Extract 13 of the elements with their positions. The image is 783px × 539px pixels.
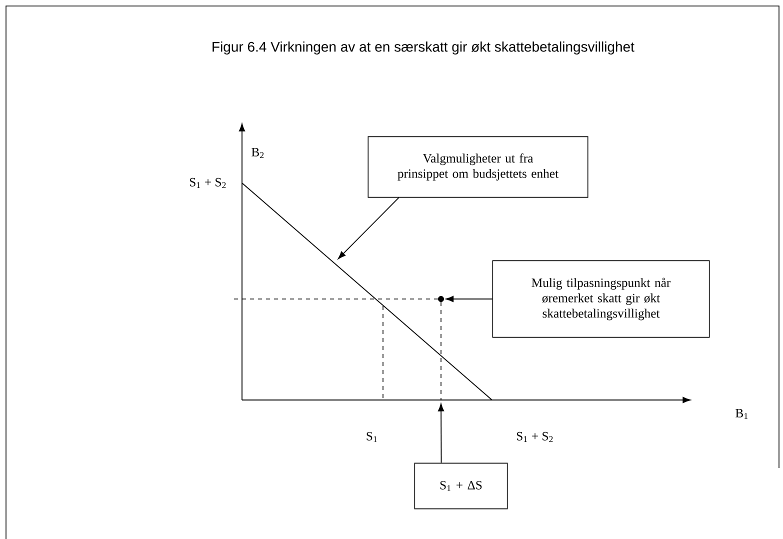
- callout-box: S$_{1}$ + ΔS: [414, 462, 508, 510]
- leader-line: [338, 197, 400, 260]
- callout-box: Mulig tilpasningspunkt når øremerket skatt gir økt skattebetalingsvillighet: [492, 260, 710, 338]
- title: Figur 6.4 Virkningen av at en særskatt gir økt skattebetalingsvillighet: [212, 41, 634, 55]
- point-marker: [438, 296, 444, 302]
- axis-label: B$_{1}$: [736, 408, 748, 419]
- axis-value: S$_{1}$ + S$_{2}$: [190, 178, 226, 188]
- axis-value: S$_{1}$ + S$_{2}$: [516, 432, 553, 442]
- leader-line: [446, 296, 493, 302]
- axis-value: S$_{1}$: [366, 432, 377, 442]
- leader-line: [438, 404, 444, 464]
- callout-box: Valgmuligheter ut fra prinsippet om budsjettets enhet: [368, 136, 588, 198]
- axis-label: B$_{2}$: [252, 148, 264, 158]
